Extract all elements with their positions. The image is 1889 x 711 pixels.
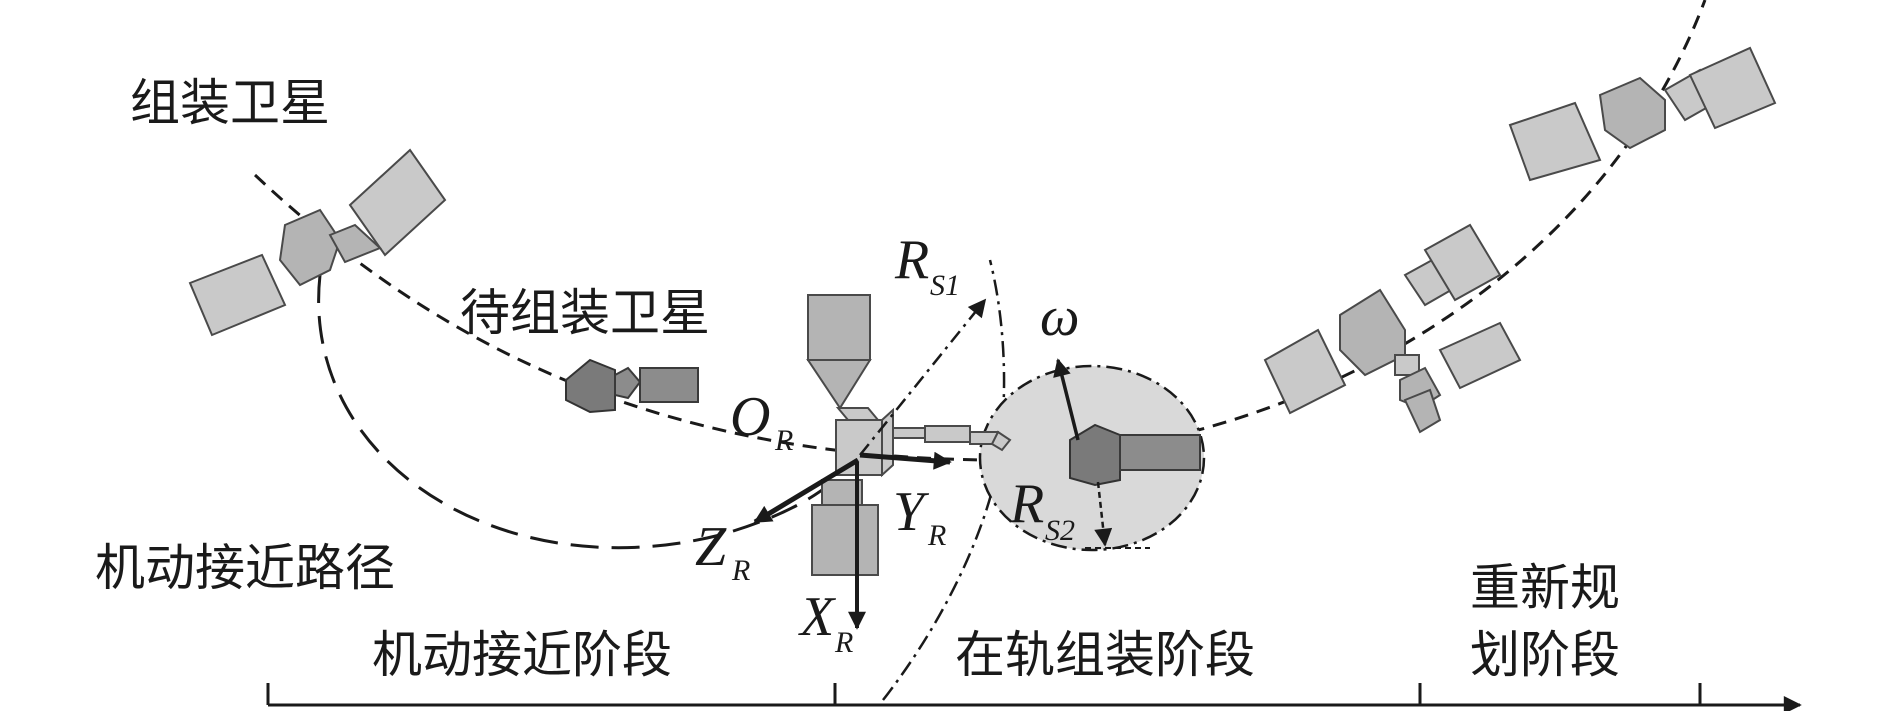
stage-replanning-line1: 重新规 xyxy=(1470,559,1620,617)
stage-maneuver-approach: 机动接近阶段 xyxy=(372,626,672,684)
rs1-arrow xyxy=(859,298,987,456)
y-axis-label: Y xyxy=(893,481,930,543)
omega-arrow xyxy=(1053,358,1080,441)
assembled-satellite xyxy=(1263,223,1522,434)
z-axis-subscript: R xyxy=(731,554,750,587)
target-module xyxy=(1069,423,1201,487)
origin-label: O xyxy=(730,386,770,448)
z-axis-label: Z xyxy=(695,516,727,578)
rs1-subscript: S1 xyxy=(930,269,960,302)
z-axis-arrow xyxy=(753,457,860,525)
stage-replanning-line2: 划阶段 xyxy=(1470,626,1620,684)
x-axis-label: X xyxy=(798,586,837,648)
rs1-label: R xyxy=(894,229,929,291)
rs2-label: R xyxy=(1009,473,1044,535)
maneuver-path-label: 机动接近路径 xyxy=(95,539,395,597)
origin-subscript: R xyxy=(774,424,793,457)
stage-in-orbit-assembly: 在轨组装阶段 xyxy=(955,626,1255,684)
rs2-arrow xyxy=(1094,481,1113,547)
satellite-to-assemble xyxy=(565,358,699,414)
assembly-satellite xyxy=(188,148,447,337)
orbit-trajectory xyxy=(253,0,1707,462)
y-axis-subscript: R xyxy=(927,519,946,552)
assembly-satellite-label: 组装卫星 xyxy=(130,74,330,132)
maneuver-approach-path xyxy=(317,274,854,550)
rs2-subscript: S2 xyxy=(1045,514,1075,547)
y-axis-arrow xyxy=(859,451,952,470)
distant-satellite xyxy=(1508,46,1777,182)
omega-label: ω xyxy=(1040,286,1080,348)
x-axis-subscript: R xyxy=(834,626,853,659)
satellite-to-assemble-label: 待组装卫星 xyxy=(460,284,710,342)
